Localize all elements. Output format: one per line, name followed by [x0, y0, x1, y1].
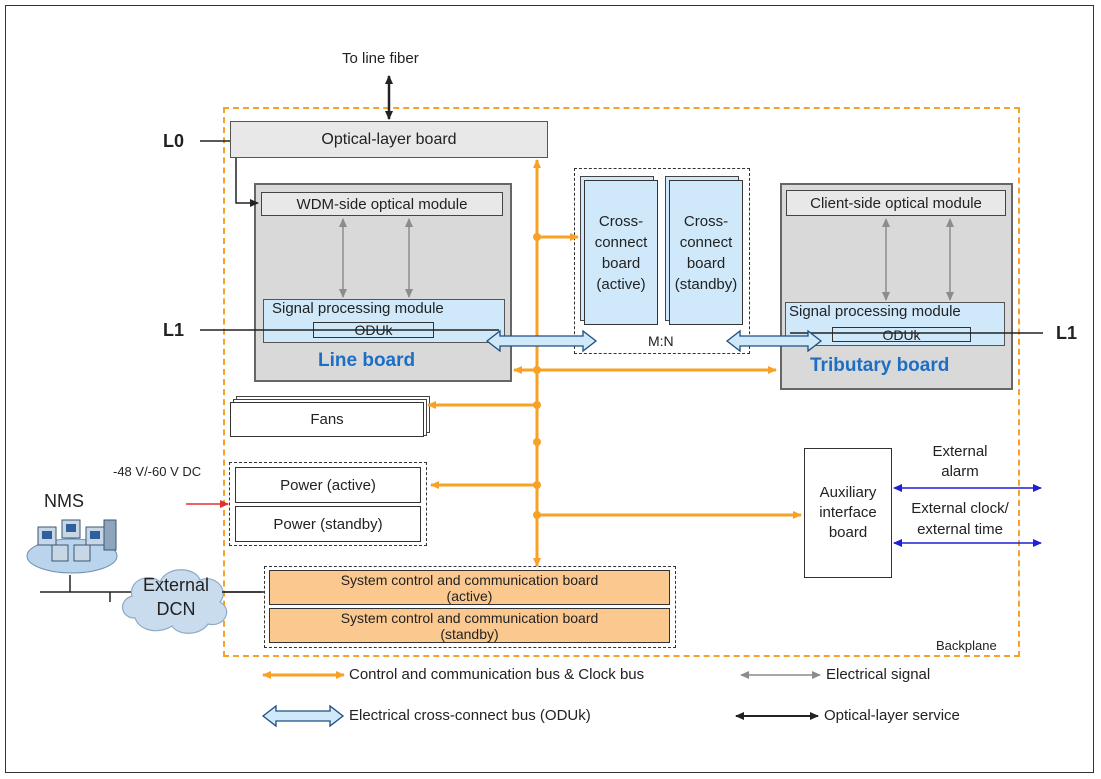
optical-layer-board-label: Optical-layer board: [321, 130, 457, 148]
legend-cross-connect-bus-label: Electrical cross-connect bus (ODUk): [349, 707, 591, 724]
sys-active-line-2: (active): [446, 587, 493, 604]
line-board: [254, 183, 512, 382]
fans-box: Fans: [230, 402, 424, 437]
power-active-box: Power (active): [235, 467, 421, 503]
tributary-oduk-label: ODUk: [882, 326, 921, 343]
external-alarm-label: External alarm: [912, 442, 1008, 482]
line-board-title: Line board: [318, 350, 416, 371]
cc-active-line-2: connect: [594, 233, 648, 251]
aux-line-3: board: [828, 524, 868, 541]
tributary-oduk-box: ODUk: [832, 326, 971, 343]
dcn-line-2: DCN: [156, 599, 196, 619]
system-control-active-board: System control and communication board (…: [269, 570, 670, 605]
system-control-standby-board: System control and communication board (…: [269, 608, 670, 643]
legend-electrical-signal-label: Electrical signal: [826, 666, 931, 683]
cross-connect-bus-right: [725, 329, 823, 353]
auxiliary-interface-board: Auxiliary interface board: [804, 448, 892, 578]
cross-connect-standby-board: Cross- connect board (standby): [669, 180, 743, 325]
client-module-label: Client-side optical module: [810, 194, 982, 212]
external-dcn-label: External DCN: [131, 570, 221, 624]
external-dcn-cloud-icon: [122, 569, 228, 634]
system-control-group: [264, 566, 676, 648]
power-active-label: Power (active): [280, 476, 376, 494]
aux-line-2: interface: [819, 504, 877, 521]
l1-right-label: L1: [1056, 323, 1078, 343]
sys-standby-line-1: System control and communication board: [340, 609, 599, 626]
wdm-side-optical-module: WDM-side optical module: [261, 192, 503, 216]
cc-standby-line-4: (standby): [674, 275, 738, 293]
nms-label: NMS: [44, 491, 84, 511]
wdm-module-label: WDM-side optical module: [296, 195, 468, 213]
aux-line-1: Auxiliary: [819, 484, 877, 501]
diagram-frame: [5, 5, 1094, 773]
dcn-line-1: External: [142, 575, 210, 595]
cross-connect-group: [574, 168, 750, 354]
cc-active-line-4: (active): [596, 275, 646, 293]
cross-connect-bus-left: [485, 329, 598, 353]
legend-control-bus-label: Control and communication bus & Clock bu…: [349, 666, 645, 683]
fans-label: Fans: [310, 411, 344, 428]
clock-line-2: external time: [917, 521, 1003, 538]
alarm-line-1: External: [932, 443, 988, 460]
legend-optical-service-label: Optical-layer service: [824, 707, 960, 724]
cc-active-line-1: Cross-: [598, 212, 644, 230]
tributary-signal-processing-label: Signal processing module: [789, 303, 961, 320]
line-signal-processing-label: Signal processing module: [272, 300, 444, 317]
power-standby-label: Power (standby): [273, 515, 383, 533]
l0-label: L0: [163, 131, 185, 151]
cc-standby-line-1: Cross-: [683, 212, 729, 230]
alarm-line-2: alarm: [941, 463, 979, 480]
sys-active-line-1: System control and communication board: [340, 571, 599, 588]
backplane-outline: [223, 107, 1020, 657]
tributary-board-title: Tributary board: [810, 355, 950, 376]
l1-left-label: L1: [163, 320, 185, 340]
cc-standby-line-2: connect: [679, 233, 733, 251]
power-group: [229, 462, 427, 546]
cc-standby-line-3: board: [686, 254, 726, 272]
client-side-optical-module: Client-side optical module: [786, 190, 1006, 216]
sys-standby-line-2: (standby): [440, 625, 499, 642]
to-line-fiber-label: To line fiber: [342, 50, 419, 67]
cross-connect-active-board: Cross- connect board (active): [584, 180, 658, 325]
nms-icon: [26, 519, 118, 574]
tributary-board: [780, 183, 1013, 390]
cc-active-line-3: board: [601, 254, 641, 272]
optical-layer-board: Optical-layer board: [230, 121, 548, 158]
clock-line-1: External clock/: [911, 500, 1009, 517]
backplane-label: Backplane: [936, 638, 997, 653]
power-voltage-label: -48 V/-60 V DC: [113, 464, 202, 479]
power-standby-box: Power (standby): [235, 506, 421, 542]
mn-label: M:N: [648, 333, 674, 349]
external-clock-label: External clock/ external time: [892, 497, 1028, 541]
